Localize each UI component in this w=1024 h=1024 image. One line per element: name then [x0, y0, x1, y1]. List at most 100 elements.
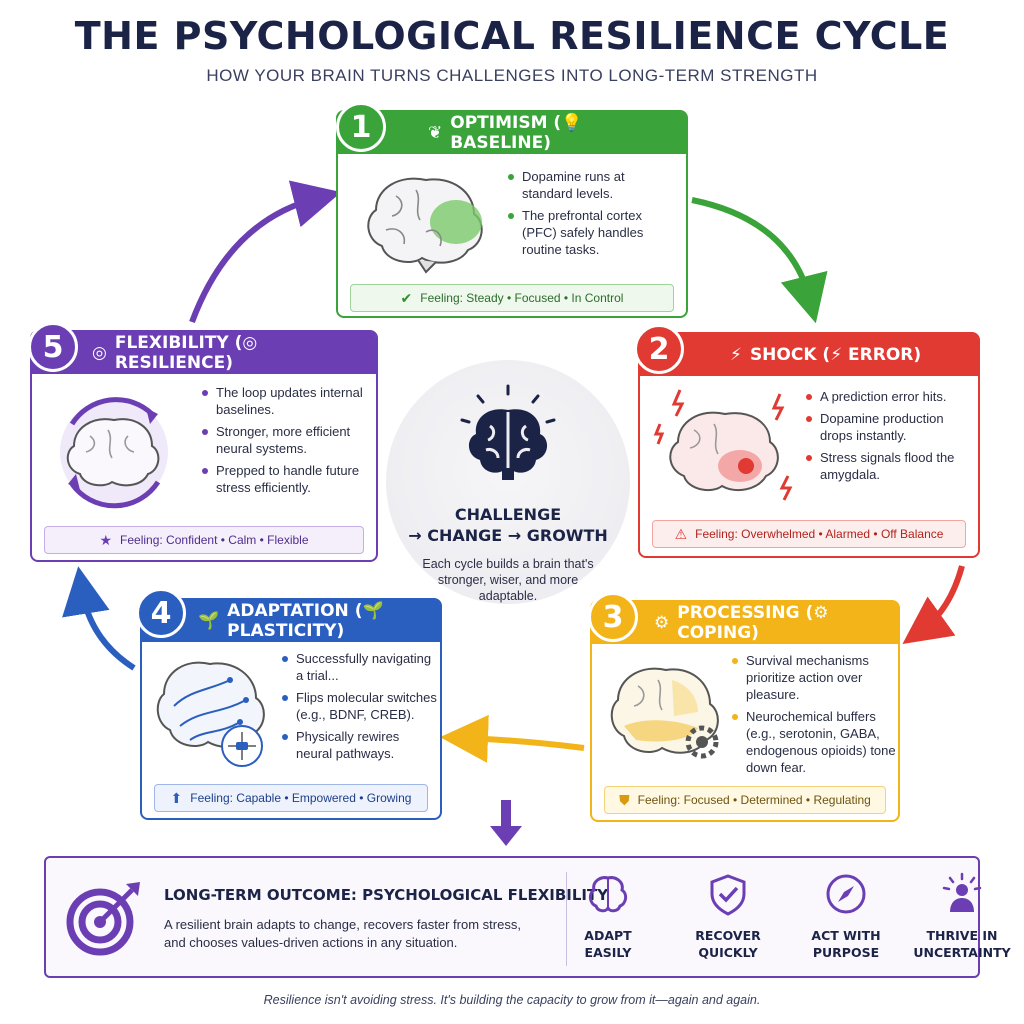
feeling-text: Feeling: Overwhelmed • Alarmed • Off Bal… [695, 527, 944, 541]
gear-icon: ⚙ [654, 613, 670, 633]
stage-card-shock: ⚡ SHOCK (⚡ ERROR) A prediction error hit… [638, 332, 980, 558]
center-title-line1: CHALLENGE [454, 505, 562, 524]
list-item: Dopamine production drops instantly. [806, 410, 974, 444]
divider [566, 872, 567, 966]
feeling-bar: ⛊ Feeling: Focused • Determined • Regula… [604, 786, 886, 814]
sprout-icon: 🌱 [198, 611, 220, 631]
stage-bullets: Survival mechanisms prioritize action ov… [732, 652, 898, 781]
stage-header: ⚙ PROCESSING (⚙ COPING) [592, 602, 898, 644]
center-description: Each cycle builds a brain that's stronge… [422, 557, 594, 603]
list-item: Successfully navigating a trial... [282, 650, 438, 684]
stage-title: OPTIMISM (💡 BASELINE) [450, 113, 583, 153]
benefit-label-line2: UNCERTAINTY [913, 945, 1011, 960]
list-item: Flips molecular switches (e.g., BDNF, CR… [282, 689, 438, 723]
stage-title: ADAPTATION (🌱 PLASTICITY) [227, 601, 384, 641]
brain-illustration [367, 177, 483, 274]
arrow-3-to-4 [440, 714, 585, 763]
benefit-label-line1: ACT WITH [811, 928, 881, 943]
stage-card-flexibility: ◎ FLEXIBILITY (◎ RESILIENCE) The loop up… [30, 330, 378, 562]
benefit-label-line2: QUICKLY [698, 945, 758, 960]
shield-check-icon [710, 874, 746, 916]
stage-header: ⚡ SHOCK (⚡ ERROR) [640, 334, 978, 376]
stage-number-badge: 2 [634, 324, 684, 374]
benefit-thrive: THRIVE IN UNCERTAINTY [912, 872, 1012, 961]
stage-number-badge: 3 [588, 592, 638, 642]
arrow-4-to-5 [62, 566, 136, 671]
stage-bullets: Successfully navigating a trial... Flips… [282, 650, 438, 767]
stage-card-processing: ⚙ PROCESSING (⚙ COPING) Survival mechani… [590, 600, 900, 822]
brain-icon [460, 384, 556, 480]
benefit-label-line1: RECOVER [695, 928, 761, 943]
list-item: A prediction error hits. [806, 388, 974, 405]
page-title: THE PSYCHOLOGICAL RESILIENCE CYCLE [74, 14, 950, 58]
stage-title: FLEXIBILITY (◎ RESILIENCE) [114, 333, 258, 373]
compass-icon [826, 874, 866, 914]
feeling-bar: ⬆ Feeling: Capable • Empowered • Growing [154, 784, 428, 812]
stage-card-optimism: ❦ OPTIMISM (💡 BASELINE) Dopamine runs at… [336, 110, 688, 318]
feeling-text: Feeling: Steady • Focused • In Control [420, 291, 624, 305]
brain-illustration [60, 397, 168, 509]
warning-icon: ⚠ [674, 525, 688, 542]
target-icon [66, 882, 140, 956]
outcome-title: LONG-TERM OUTCOME: PSYCHOLOGICAL FLEXIBI… [164, 886, 609, 904]
spiral-icon: ◎ [92, 343, 107, 363]
arrow-1-to-2 [691, 197, 828, 324]
stage-number-badge: 1 [336, 102, 386, 152]
benefit-recover: RECOVER QUICKLY [678, 872, 778, 961]
stage-number-badge: 5 [28, 322, 78, 372]
brain-icon [588, 876, 628, 913]
stage-bullets: Dopamine runs at standard levels. The pr… [508, 168, 678, 263]
leaf-icon: ❦ [428, 123, 443, 143]
person-radiant-icon [942, 872, 982, 912]
benefit-label-line2: PURPOSE [812, 945, 880, 960]
lightning-icon: ⚡ [730, 345, 742, 365]
benefit-act: ACT WITH PURPOSE [796, 872, 896, 961]
page-subtitle: HOW YOUR BRAIN TURNS CHALLENGES INTO LON… [206, 66, 818, 85]
benefit-adapt: ADAPT EASILY [558, 872, 658, 961]
outcome-description: A resilient brain adapts to change, reco… [164, 917, 521, 950]
stage-bullets: The loop updates internal baselines. Str… [202, 384, 372, 501]
shield-icon: ⛊ [619, 791, 630, 808]
list-item: The prefrontal cortex (PFC) safely handl… [508, 207, 678, 258]
stage-number-badge: 4 [136, 588, 186, 638]
benefit-label-line1: ADAPT [584, 928, 632, 943]
list-item: Stress signals flood the amygdala. [806, 449, 974, 483]
footnote: Resilience isn't avoiding stress. It's b… [263, 993, 761, 1007]
feeling-text: Feeling: Focused • Determined • Regulati… [637, 793, 871, 807]
feeling-bar: ★ Feeling: Confident • Calm • Flexible [44, 526, 364, 554]
benefit-label-line1: THRIVE IN [926, 928, 998, 943]
stage-header: ◎ FLEXIBILITY (◎ RESILIENCE) [32, 332, 376, 374]
list-item: Dopamine runs at standard levels. [508, 168, 678, 202]
brain-illustration [653, 389, 793, 501]
list-item: Prepped to handle future stress efficien… [202, 462, 372, 496]
list-item: The loop updates internal baselines. [202, 384, 372, 418]
arrow-up-icon: ⬆ [170, 789, 183, 806]
feeling-text: Feeling: Confident • Calm • Flexible [120, 533, 309, 547]
arrow-2-to-3 [902, 565, 965, 644]
stage-title: SHOCK (⚡ ERROR) [749, 345, 922, 365]
stage-title: PROCESSING (⚙ COPING) [677, 603, 829, 643]
brain-illustration [156, 661, 265, 767]
stage-header: 🌱 ADAPTATION (🌱 PLASTICITY) [142, 600, 440, 642]
brain-illustration [610, 667, 719, 759]
check-circle-icon: ✔ [400, 289, 413, 306]
stage-bullets: A prediction error hits. Dopamine produc… [806, 388, 974, 488]
list-item: Neurochemical buffers (e.g., serotonin, … [732, 708, 898, 776]
stage-header: ❦ OPTIMISM (💡 BASELINE) [338, 112, 686, 154]
list-item: Stronger, more efficient neural systems. [202, 423, 372, 457]
center-title: CHALLENGE → CHANGE → GROWTH [386, 504, 630, 546]
stage-card-adaptation: 🌱 ADAPTATION (🌱 PLASTICITY) Successfully… [140, 598, 442, 820]
list-item: Physically rewires neural pathways. [282, 728, 438, 762]
feeling-text: Feeling: Capable • Empowered • Growing [190, 791, 412, 805]
long-term-outcome-panel: LONG-TERM OUTCOME: PSYCHOLOGICAL FLEXIBI… [44, 856, 1011, 978]
benefit-label-line2: EASILY [584, 945, 632, 960]
list-item: Survival mechanisms prioritize action ov… [732, 652, 898, 703]
center-challenge-circle: CHALLENGE → CHANGE → GROWTH Each cycle b… [386, 360, 630, 604]
center-title-line2: → CHANGE → GROWTH [408, 526, 608, 545]
arrow-5-to-1 [189, 180, 342, 324]
feeling-bar: ⚠ Feeling: Overwhelmed • Alarmed • Off B… [652, 520, 966, 548]
feeling-bar: ✔ Feeling: Steady • Focused • In Control [350, 284, 674, 312]
star-icon: ★ [99, 531, 113, 548]
